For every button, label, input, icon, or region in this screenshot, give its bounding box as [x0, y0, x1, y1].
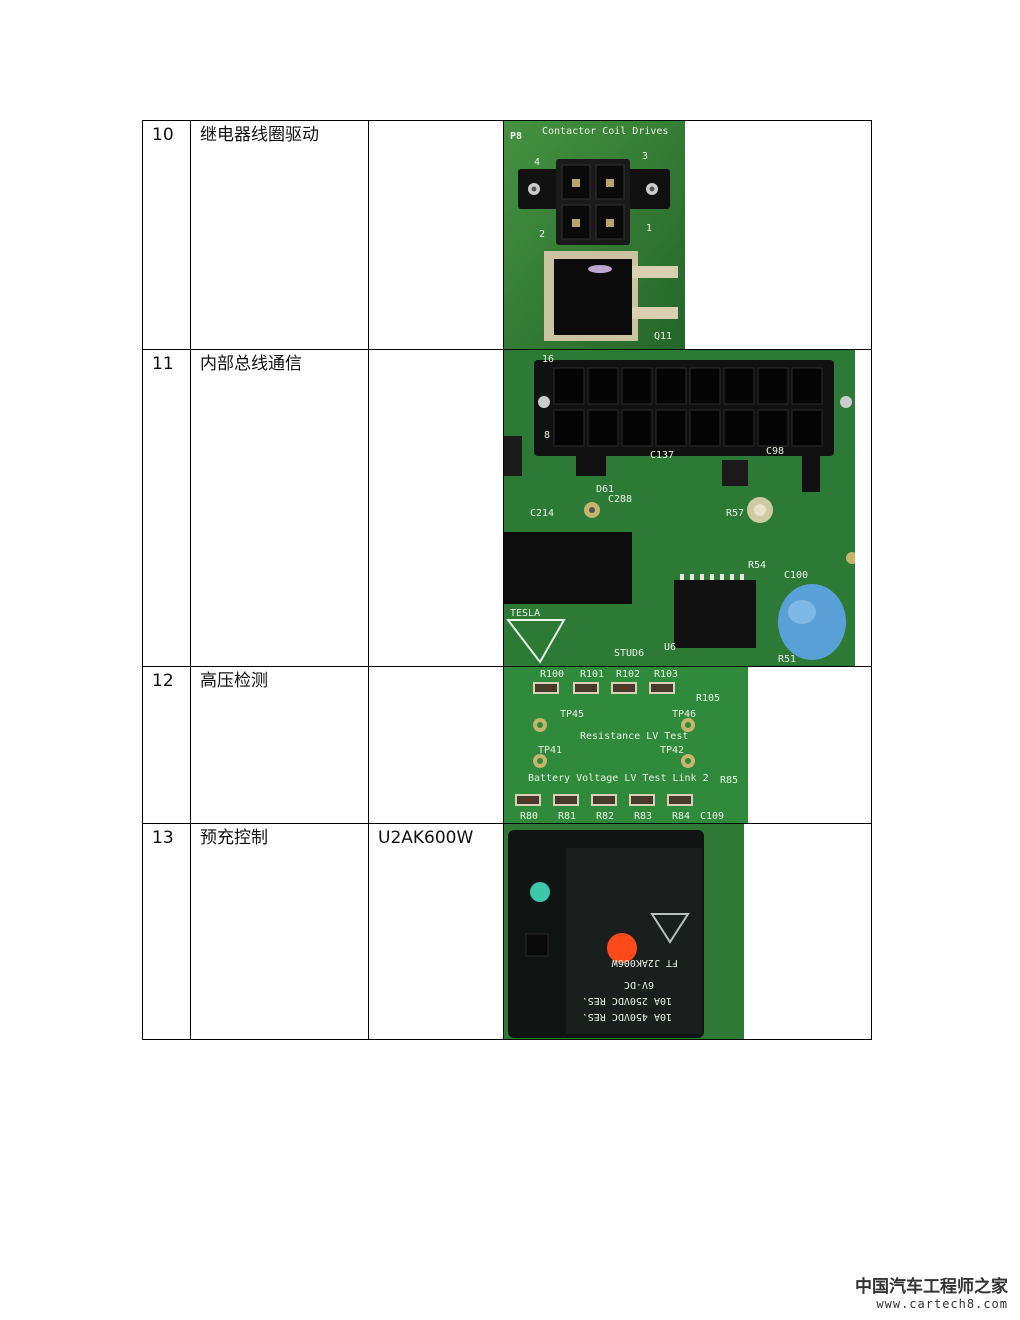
part-number-cell [368, 349, 504, 667]
photo-label: TP42 [660, 745, 684, 756]
photo-label: TP46 [672, 709, 696, 720]
table-row: 10 继电器线圈驱动 P8 Contactor Coil Drives 4 3 … [142, 120, 872, 350]
function-name: 高压检测 [200, 671, 268, 691]
photo-label: U6 [664, 642, 676, 653]
photo-label: 1 [646, 223, 652, 234]
row-number-cell: 10 [142, 120, 191, 350]
photo-label: FT J2AK006W [611, 957, 678, 968]
photo-label: P8 [510, 131, 522, 142]
row-number-cell: 12 [142, 666, 191, 824]
function-name: 继电器线圈驱动 [200, 125, 319, 145]
photo-label: R51 [778, 654, 796, 665]
photo-label: Battery Voltage LV Test Link 2 [528, 773, 709, 784]
high-voltage-detection-photo: R100 R101 R102 R103 R105 TP45 TP46 Resis… [504, 667, 748, 823]
photo-label: 4 [534, 157, 540, 168]
photo-label: Resistance LV Test [580, 731, 688, 742]
function-name-cell: 继电器线圈驱动 [190, 120, 369, 350]
photo-label: R100 [540, 669, 564, 680]
photo-cell: P8 Contactor Coil Drives 4 3 2 1 [503, 120, 872, 350]
photo-label: 8 [544, 430, 550, 441]
photo-label: TP41 [538, 745, 562, 756]
photo-label: R57 [726, 508, 744, 519]
photo-label: R105 [696, 693, 720, 704]
row-number: 11 [152, 354, 174, 374]
photo-label: STUD6 [614, 648, 644, 659]
part-number [369, 667, 503, 670]
photo-label: 6V-DC [624, 979, 654, 990]
part-number [369, 121, 503, 124]
part-number-cell: U2AK600W [368, 823, 504, 1040]
photo-label: R84 [672, 811, 690, 822]
photo-label: C137 [650, 450, 674, 461]
function-name: 预充控制 [200, 828, 268, 848]
part-number [369, 350, 503, 353]
function-name-cell: 内部总线通信 [190, 349, 369, 667]
row-number-cell: 11 [142, 349, 191, 667]
photo-label: R83 [634, 811, 652, 822]
photo-label: TP45 [560, 709, 584, 720]
row-number: 10 [152, 125, 174, 145]
function-name-cell: 高压检测 [190, 666, 369, 824]
photo-label: Q11 [654, 331, 672, 342]
row-number: 12 [152, 671, 174, 691]
internal-bus-photo: 16 8 C137 C98 D61 C288 C214 R57 R54 [504, 350, 855, 666]
part-number-cell [368, 120, 504, 350]
photo-label: R102 [616, 669, 640, 680]
photo-label: 10A 250VDC RES. [582, 995, 672, 1006]
photo-label: C100 [784, 570, 808, 581]
photo-label: TESLA [510, 608, 540, 619]
watermark-url: www.cartech8.com [876, 1297, 1008, 1311]
photo-label: R80 [520, 811, 538, 822]
photo-label: D61 [596, 484, 614, 495]
photo-label: R85 [720, 775, 738, 786]
table-row: 13 预充控制 U2AK600W 10A 450VDC RES. 10A 250… [142, 823, 872, 1040]
precharge-relay-photo: 10A 450VDC RES. 10A 250VDC RES. 6V-DC FT… [504, 824, 744, 1039]
photo-cell: R100 R101 R102 R103 R105 TP45 TP46 Resis… [503, 666, 872, 824]
table-row: 11 内部总线通信 16 8 [142, 349, 872, 667]
row-number: 13 [152, 828, 174, 848]
photo-label: R54 [748, 560, 766, 571]
photo-label: R81 [558, 811, 576, 822]
row-number-cell: 13 [142, 823, 191, 1040]
photo-label: C288 [608, 494, 632, 505]
photo-label: C214 [530, 508, 554, 519]
photo-label: C109 [700, 811, 724, 822]
photo-label: 10A 450VDC RES. [582, 1011, 672, 1022]
photo-label: 3 [642, 151, 648, 162]
contactor-coil-drive-photo: P8 Contactor Coil Drives 4 3 2 1 [504, 121, 685, 349]
table-row: 12 高压检测 R100 R101 R102 R103 R105 TP45 [142, 666, 872, 824]
function-name-cell: 预充控制 [190, 823, 369, 1040]
photo-cell: 16 8 C137 C98 D61 C288 C214 R57 R54 [503, 349, 872, 667]
function-name: 内部总线通信 [200, 354, 302, 374]
photo-cell: 10A 450VDC RES. 10A 250VDC RES. 6V-DC FT… [503, 823, 872, 1040]
photo-label: R101 [580, 669, 604, 680]
photo-label: Contactor Coil Drives [542, 126, 668, 137]
photo-label: 16 [542, 354, 554, 365]
photo-label: 2 [539, 229, 545, 240]
part-number-cell [368, 666, 504, 824]
part-number: U2AK600W [378, 828, 474, 848]
watermark-site-name: 中国汽车工程师之家 [855, 1277, 1008, 1297]
photo-label: C98 [766, 446, 784, 457]
component-table: 10 继电器线圈驱动 P8 Contactor Coil Drives 4 3 … [142, 120, 872, 1040]
photo-label: R82 [596, 811, 614, 822]
photo-label: R103 [654, 669, 678, 680]
